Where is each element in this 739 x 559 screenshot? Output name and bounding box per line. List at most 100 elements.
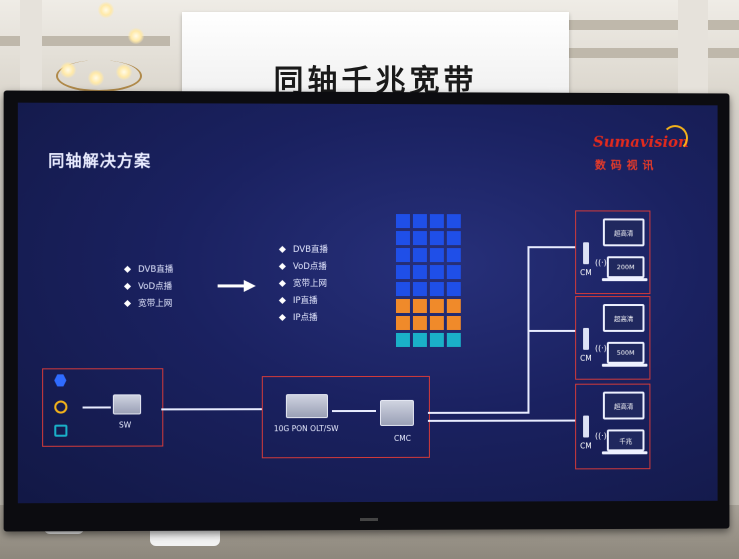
chandelier-light <box>128 28 144 44</box>
laptop-icon: 500M <box>606 341 645 364</box>
coax-line <box>427 419 576 422</box>
chandelier-light <box>88 70 104 86</box>
switch-device-icon <box>112 394 142 415</box>
olt-label: 10G PON OLT/SW <box>273 424 339 434</box>
coax-line <box>427 411 528 414</box>
spectrum-block <box>429 315 444 330</box>
spectrum-block <box>412 315 427 330</box>
spectrum-block <box>395 248 410 263</box>
cm-label: CM <box>580 441 592 451</box>
cmc-device-icon <box>379 399 414 426</box>
chandelier-light <box>116 64 132 80</box>
right-service-list: DVB直播 VoD点播 宽带上网 IP直播 IP点播 <box>278 242 329 327</box>
logo-text-cn: 数码视讯 <box>594 158 659 172</box>
list-item: IP直播 <box>278 293 328 310</box>
spectrum-block <box>446 299 461 313</box>
service-label: IP点播 <box>292 313 318 324</box>
spectrum-block <box>395 231 410 246</box>
spectrum-block <box>395 282 410 297</box>
service-label: DVB直播 <box>138 264 174 275</box>
cm-label: CM <box>580 268 592 278</box>
spectrum-block <box>395 265 410 280</box>
cmc-label: CMC <box>393 433 411 443</box>
tv-screen: 同轴解决方案 Sumavision 数码视讯 DVB直播 VoD点播 宽带上网 … <box>17 102 718 504</box>
list-item: DVB直播 <box>123 262 174 279</box>
spectrum-block-grid <box>395 214 461 347</box>
cm-label: CM <box>580 353 592 363</box>
service-label: IP直播 <box>292 295 318 306</box>
spectrum-block <box>395 299 410 313</box>
coax-line <box>527 329 576 332</box>
spectrum-block <box>429 332 444 347</box>
spectrum-block <box>429 265 444 280</box>
pillar <box>20 0 42 110</box>
spectrum-block <box>412 265 427 280</box>
connector-line <box>82 406 111 409</box>
service-label: VoD点播 <box>138 281 173 292</box>
service-label: VoD点播 <box>292 261 327 272</box>
spectrum-block <box>446 248 461 263</box>
uhd-monitor-icon: 超高清 <box>602 218 645 247</box>
cable-modem-icon <box>583 242 590 265</box>
diamond-bullet-icon <box>123 282 132 290</box>
spectrum-block <box>446 332 461 347</box>
laptop-base <box>601 278 648 282</box>
spectrum-block <box>429 282 444 297</box>
list-item: VoD点播 <box>278 259 328 276</box>
arrow-right-icon <box>217 279 256 292</box>
ceiling-beam <box>0 36 170 46</box>
olt-device-icon <box>285 394 328 419</box>
left-service-list: DVB直播 VoD点播 宽带上网 <box>123 262 174 313</box>
spectrum-block <box>446 315 461 330</box>
spectrum-block <box>429 248 444 263</box>
spectrum-block <box>395 332 410 347</box>
spectrum-block <box>412 231 427 246</box>
tv-brand-mark <box>360 517 378 522</box>
ceiling-beam <box>560 48 739 58</box>
service-label: DVB直播 <box>292 244 329 255</box>
spectrum-block <box>412 248 427 263</box>
logo-swirl-icon <box>662 125 688 151</box>
list-item: 宽带上网 <box>278 276 328 293</box>
chandelier-light <box>98 2 114 18</box>
diamond-bullet-icon <box>278 296 286 305</box>
list-item: DVB直播 <box>278 242 329 259</box>
diamond-bullet-icon <box>278 262 286 270</box>
laptop-base <box>601 451 648 455</box>
spectrum-block <box>412 214 427 229</box>
list-item: VoD点播 <box>123 279 173 296</box>
camera-icon <box>54 424 68 437</box>
spectrum-block <box>446 214 461 229</box>
spectrum-block <box>429 214 444 229</box>
play-circle-icon <box>54 400 68 414</box>
service-label: 宽带上网 <box>138 298 173 309</box>
slide-title: 同轴解决方案 <box>48 151 152 171</box>
diamond-bullet-icon <box>278 279 286 287</box>
spectrum-block <box>412 332 427 347</box>
connector-line <box>161 408 262 410</box>
coax-line <box>527 246 576 248</box>
spectrum-block <box>412 299 427 313</box>
spectrum-block <box>395 315 410 330</box>
sumavision-logo: Sumavision 数码视讯 <box>593 125 702 177</box>
spectrum-block <box>412 282 427 297</box>
laptop-icon: 千兆 <box>606 429 645 452</box>
spectrum-block <box>446 282 461 297</box>
cable-modem-icon <box>583 327 590 350</box>
ceiling-beam <box>560 20 739 30</box>
spectrum-block <box>446 231 461 246</box>
chandelier-light <box>60 62 76 78</box>
diamond-bullet-icon <box>278 245 286 253</box>
connector-line <box>331 409 376 412</box>
pillar <box>678 0 708 100</box>
uhd-monitor-icon: 超高清 <box>602 391 645 420</box>
spectrum-block <box>429 299 444 313</box>
list-item: 宽带上网 <box>123 296 173 313</box>
laptop-icon: 200M <box>606 256 645 279</box>
tv-display: 同轴解决方案 Sumavision 数码视讯 DVB直播 VoD点播 宽带上网 … <box>3 90 730 532</box>
uhd-monitor-icon: 超高清 <box>602 304 645 332</box>
spectrum-block <box>429 231 444 246</box>
diamond-bullet-icon <box>123 265 132 273</box>
spectrum-block <box>395 214 410 229</box>
cable-modem-icon <box>583 415 590 438</box>
